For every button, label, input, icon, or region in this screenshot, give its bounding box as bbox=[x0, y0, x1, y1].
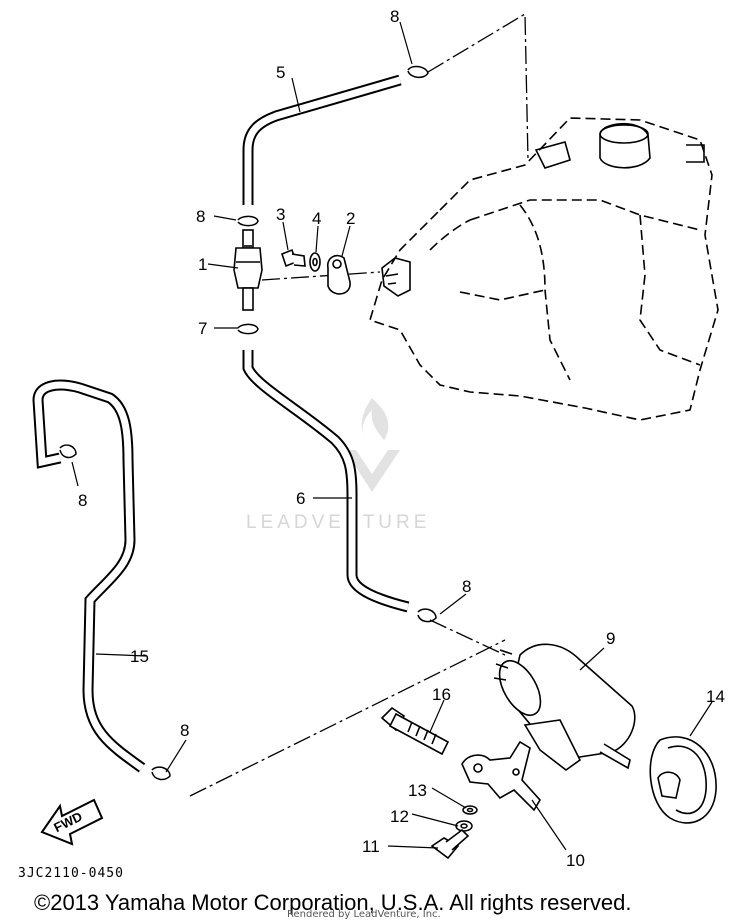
screw-11 bbox=[430, 828, 470, 860]
fuel-tank bbox=[369, 117, 719, 421]
callout-14: 14 bbox=[706, 687, 725, 706]
callout-9: 9 bbox=[606, 629, 615, 648]
pump-cover-14 bbox=[649, 736, 717, 824]
callout-1: 1 bbox=[198, 255, 207, 274]
callout-8: 8 bbox=[196, 207, 205, 226]
hose-5 bbox=[242, 74, 402, 205]
callout-6: 6 bbox=[296, 489, 305, 508]
callout-10: 10 bbox=[566, 851, 585, 870]
hose-15 bbox=[32, 379, 146, 773]
callout-8: 8 bbox=[390, 7, 399, 26]
leadventure-watermark: LEADVENTURE bbox=[246, 398, 430, 533]
connection-lines bbox=[189, 12, 529, 797]
tank-outlet-fitting bbox=[381, 257, 411, 297]
callout-11: 11 bbox=[362, 837, 380, 856]
diagram-code: 3JC2110-0450 bbox=[18, 866, 124, 881]
callout-12: 12 bbox=[390, 807, 409, 826]
copyright-notice: ©2013 Yamaha Motor Corporation, U.S.A. A… bbox=[34, 890, 632, 915]
hose-6 bbox=[242, 350, 410, 613]
callout-4: 4 bbox=[312, 209, 321, 228]
watermark-text: LEADVENTURE bbox=[246, 512, 430, 533]
pump-bracket-10 bbox=[461, 740, 541, 812]
leader-lines bbox=[71, 21, 713, 851]
clamp-2 bbox=[326, 254, 351, 295]
hose-clip-set bbox=[59, 65, 437, 781]
callout-15: 15 bbox=[130, 647, 149, 666]
callout-13: 13 bbox=[408, 781, 427, 800]
callout-8: 8 bbox=[462, 577, 471, 596]
washer-4 bbox=[309, 252, 321, 272]
callout-8: 8 bbox=[78, 491, 87, 510]
washer-13 bbox=[462, 805, 478, 815]
fwd-arrow: FWD bbox=[40, 798, 104, 846]
callout-8: 8 bbox=[180, 721, 189, 740]
bolt-16 bbox=[380, 706, 450, 756]
callout-2: 2 bbox=[346, 209, 355, 228]
washer-12 bbox=[455, 820, 473, 832]
callout-16: 16 bbox=[432, 685, 451, 704]
callout-7: 7 bbox=[198, 319, 207, 338]
rendered-by-notice: Rendered by LeadVenture, Inc. bbox=[287, 909, 441, 920]
callout-5: 5 bbox=[276, 63, 285, 82]
fuel-filter bbox=[233, 229, 263, 311]
callout-3: 3 bbox=[276, 205, 285, 224]
screw-3 bbox=[281, 248, 306, 268]
fuel-pump bbox=[493, 643, 636, 771]
callouts: 8 5 8 3 4 2 1 7 8 6 8 9 15 16 14 8 13 12… bbox=[78, 7, 725, 870]
